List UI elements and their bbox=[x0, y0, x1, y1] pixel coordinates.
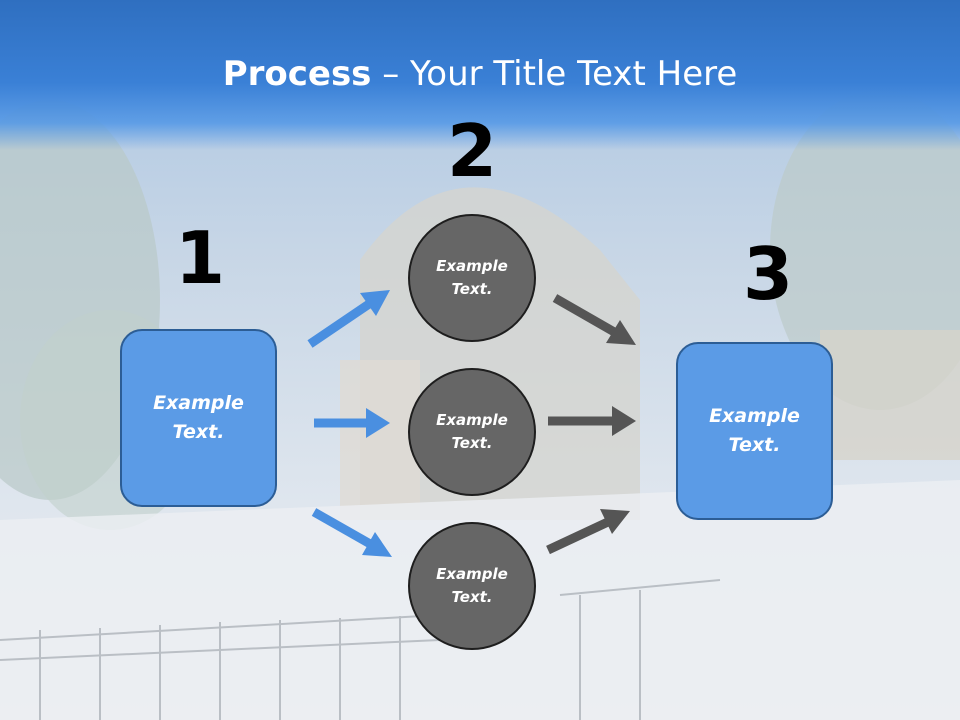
right-box-line2: Text. bbox=[728, 434, 781, 456]
step-number-1: 1 bbox=[174, 216, 226, 300]
title-band bbox=[0, 0, 960, 150]
circle-middle[interactable]: Example Text. bbox=[408, 368, 536, 496]
blue-arrow-down-icon bbox=[311, 508, 392, 557]
gray-arrow-right-icon bbox=[548, 406, 636, 436]
title-rest: – Your Title Text Here bbox=[371, 54, 738, 94]
circle-top-line1: Example bbox=[436, 257, 508, 275]
step-number-3: 3 bbox=[742, 232, 794, 316]
circle-top-line2: Text. bbox=[451, 280, 493, 298]
left-text-box[interactable]: Example Text. bbox=[120, 329, 277, 507]
blue-arrow-up-icon bbox=[307, 290, 390, 348]
gray-arrow-up-icon bbox=[546, 509, 630, 555]
blue-arrow-right-icon bbox=[314, 408, 390, 438]
step-number-2: 2 bbox=[446, 109, 498, 193]
circle-top[interactable]: Example Text. bbox=[408, 214, 536, 342]
right-box-line1: Example bbox=[709, 405, 800, 427]
left-box-line1: Example bbox=[153, 392, 244, 414]
right-text-box[interactable]: Example Text. bbox=[676, 342, 833, 520]
left-box-line2: Text. bbox=[172, 421, 225, 443]
title-bold: Process bbox=[222, 54, 372, 94]
slide-title: Process – Your Title Text Here bbox=[0, 52, 960, 96]
circle-bottom[interactable]: Example Text. bbox=[408, 522, 536, 650]
gray-arrow-down-icon bbox=[552, 294, 636, 345]
circle-bottom-line2: Text. bbox=[451, 588, 493, 606]
circle-bottom-line1: Example bbox=[436, 565, 508, 583]
circle-middle-line2: Text. bbox=[451, 434, 493, 452]
circle-middle-line1: Example bbox=[436, 411, 508, 429]
